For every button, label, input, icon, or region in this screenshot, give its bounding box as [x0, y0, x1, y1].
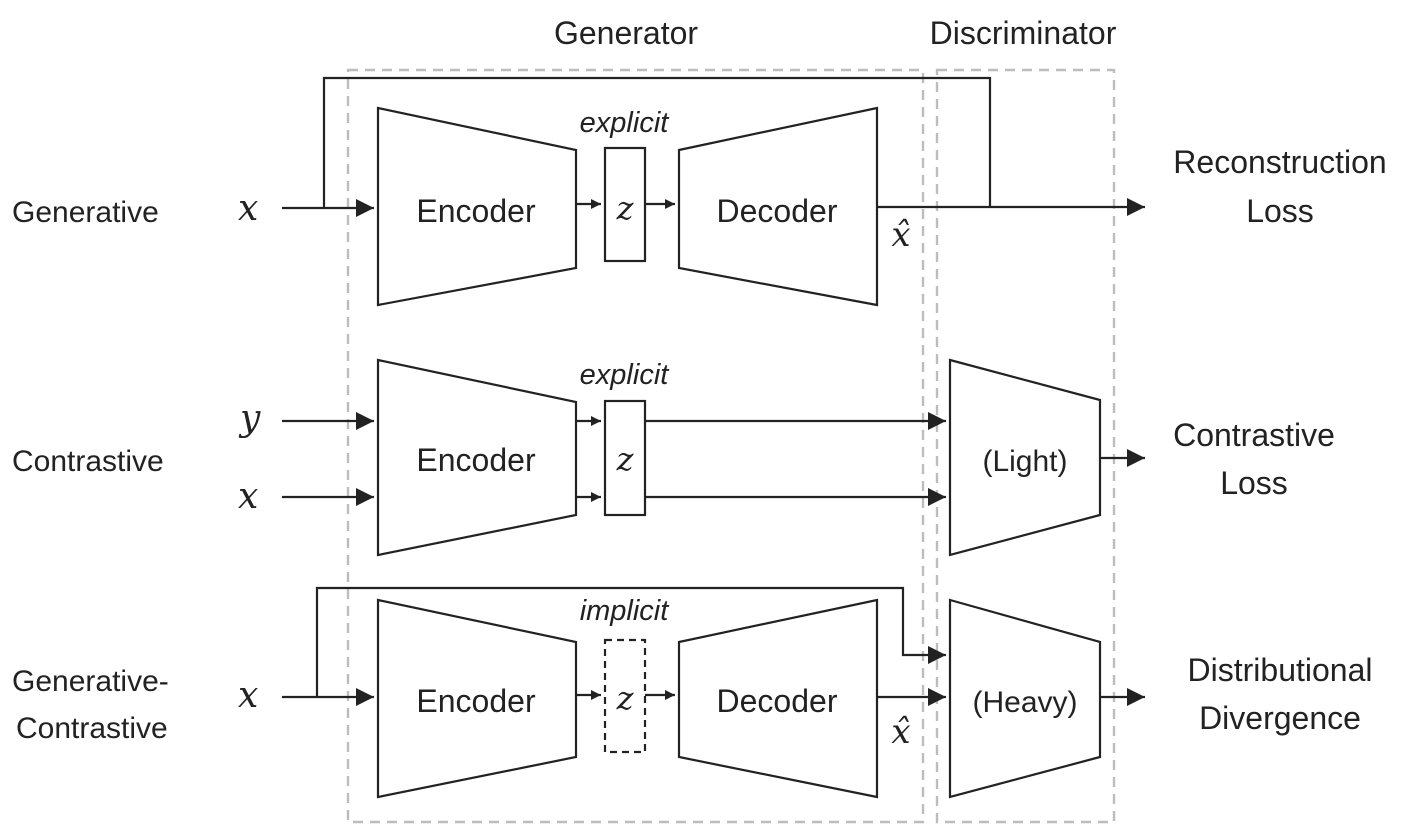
latent-z-box-contrastive [603, 399, 647, 517]
discriminator-light-shape [948, 358, 1102, 557]
loss-label-contrastive-2: Loss [1220, 465, 1288, 501]
loss-label-contrastive-1: Contrastive [1173, 417, 1335, 453]
decoder-shape-generative-contrastive [677, 598, 879, 799]
output-xhat-generative: x̂ [891, 215, 910, 255]
encoder-label-generative-contrastive: Encoder [416, 683, 536, 719]
encoder-shape-generative [376, 106, 578, 307]
discriminator-light-label: (Light) [982, 445, 1067, 478]
latent-z-contrastive: z [616, 440, 635, 478]
output-xhat-generative-contrastive: x̂ [891, 712, 910, 752]
discriminator-header: Discriminator [930, 15, 1117, 51]
latent-z-implicit: z [616, 679, 635, 717]
latent-tag-explicit-2: explicit [580, 359, 671, 391]
latent-z-box-implicit [603, 638, 647, 754]
loss-label-reconstruction-2: Loss [1246, 193, 1314, 229]
generative-contrastive-row: Generative- Contrastive x Encoder implic… [12, 586, 1373, 799]
latent-tag-implicit: implicit [580, 595, 671, 627]
input-x-generative-contrastive: x [238, 675, 258, 716]
encoder-shape-generative-contrastive [376, 598, 578, 799]
skip-connection-generative [322, 76, 992, 208]
discriminator-region-box [935, 68, 1116, 824]
generator-region-box [346, 68, 925, 824]
contrastive-row: Contrastive y x Encoder explicit z (Ligh… [12, 358, 1335, 557]
discriminator-heavy-shape [948, 598, 1102, 799]
latent-z-generative: z [616, 189, 635, 227]
encoder-label-contrastive: Encoder [416, 442, 536, 478]
generative-row: Generative x Encoder explicit z Decoder … [12, 76, 1387, 307]
loss-label-reconstruction-1: Reconstruction [1173, 144, 1386, 180]
row-label-generative-contrastive-2: Contrastive [16, 712, 168, 745]
latent-z-box-generative [603, 146, 647, 263]
skip-connection-to-heavy [315, 586, 946, 697]
input-y-contrastive: y [238, 398, 261, 439]
encoder-label-generative: Encoder [416, 193, 536, 229]
loss-label-divergence-1: Distributional [1188, 652, 1373, 688]
discriminator-heavy-label: (Heavy) [972, 686, 1077, 719]
decoder-shape-generative [677, 106, 879, 307]
input-x-generative: x [238, 188, 258, 229]
input-x-contrastive: x [238, 476, 258, 517]
latent-tag-explicit-1: explicit [580, 107, 671, 139]
row-label-contrastive: Contrastive [12, 445, 164, 478]
generator-header: Generator [554, 15, 698, 51]
decoder-label-generative: Decoder [717, 193, 838, 229]
encoder-shape-contrastive [376, 358, 578, 557]
decoder-label-generative-contrastive: Decoder [717, 683, 838, 719]
row-label-generative: Generative [12, 196, 159, 229]
loss-label-divergence-2: Divergence [1199, 700, 1361, 736]
row-label-generative-contrastive-1: Generative- [12, 665, 169, 698]
